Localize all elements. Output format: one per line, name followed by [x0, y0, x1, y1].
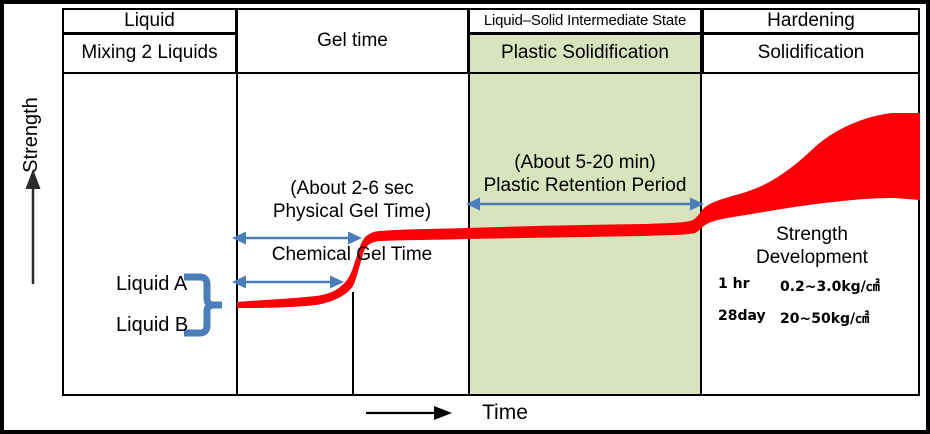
header-sub-plastic-solidification-label: Plastic Solidification — [501, 42, 669, 64]
header-stage-hardening-label: Hardening — [767, 9, 855, 31]
table-row: 28day 20~50kg/㎠ — [718, 308, 918, 328]
x-axis-label: Time — [482, 401, 528, 424]
physical-gel-time-label: (About 2-6 sec Physical Gel Time) — [272, 178, 432, 222]
sd-value-1: 0.2~3.0kg/㎠ — [780, 279, 880, 295]
gridline-hardening-start — [700, 74, 702, 394]
header-sub-solidification-label: Solidification — [757, 42, 865, 64]
strength-development-label: Strength Development — [756, 224, 868, 268]
header-stage-intermediate: Liquid–Solid Intermediate State — [468, 8, 702, 34]
sd-time-2: 28day — [718, 308, 766, 324]
liquid-a-label: Liquid A — [116, 273, 188, 295]
liquid-b-label: Liquid B — [116, 314, 189, 336]
table-row: 1 hr 0.2~3.0kg/㎠ — [718, 276, 918, 296]
liquid-pair-brace-icon — [180, 272, 226, 340]
header-sub-mixing-label: Mixing 2 Liquids — [81, 42, 218, 64]
gridline-plastic-start — [468, 74, 470, 394]
header-sub-gel-time-label: Gel time — [317, 29, 388, 51]
physical-gel-time-arrow — [232, 274, 344, 290]
y-axis-arrow-icon — [24, 169, 42, 284]
header-stage-liquid: Liquid — [62, 8, 237, 34]
header-stage-intermediate-label: Liquid–Solid Intermediate State — [483, 11, 687, 29]
header-sub-solidification: Solidification — [702, 33, 920, 74]
header-stage-liquid-label: Liquid — [124, 9, 175, 31]
sd-value-2: 20~50kg/㎠ — [780, 311, 870, 327]
header-sub-plastic-solidification: Plastic Solidification — [468, 33, 702, 74]
header-sub-mixing: Mixing 2 Liquids — [62, 33, 237, 74]
chemical-gel-time-label: Chemical Gel Time — [271, 244, 433, 265]
strength-development-values: 1 hr 0.2~3.0kg/㎠ 28day 20~50kg/㎠ — [718, 276, 918, 340]
plastic-retention-period-arrow — [466, 196, 704, 212]
header-sub-gel-time: Gel time — [236, 8, 469, 74]
plastic-retention-period-label: (About 5-20 min) Plastic Retention Perio… — [483, 152, 687, 196]
sd-time-1: 1 hr — [718, 276, 750, 292]
chemical-gel-time-arrow — [232, 230, 362, 246]
plastic-solidification-zone — [470, 74, 700, 394]
gridline-chemical-gel-end — [352, 292, 354, 394]
header-stage-hardening: Hardening — [702, 8, 920, 34]
x-axis-arrow-icon — [366, 406, 452, 420]
